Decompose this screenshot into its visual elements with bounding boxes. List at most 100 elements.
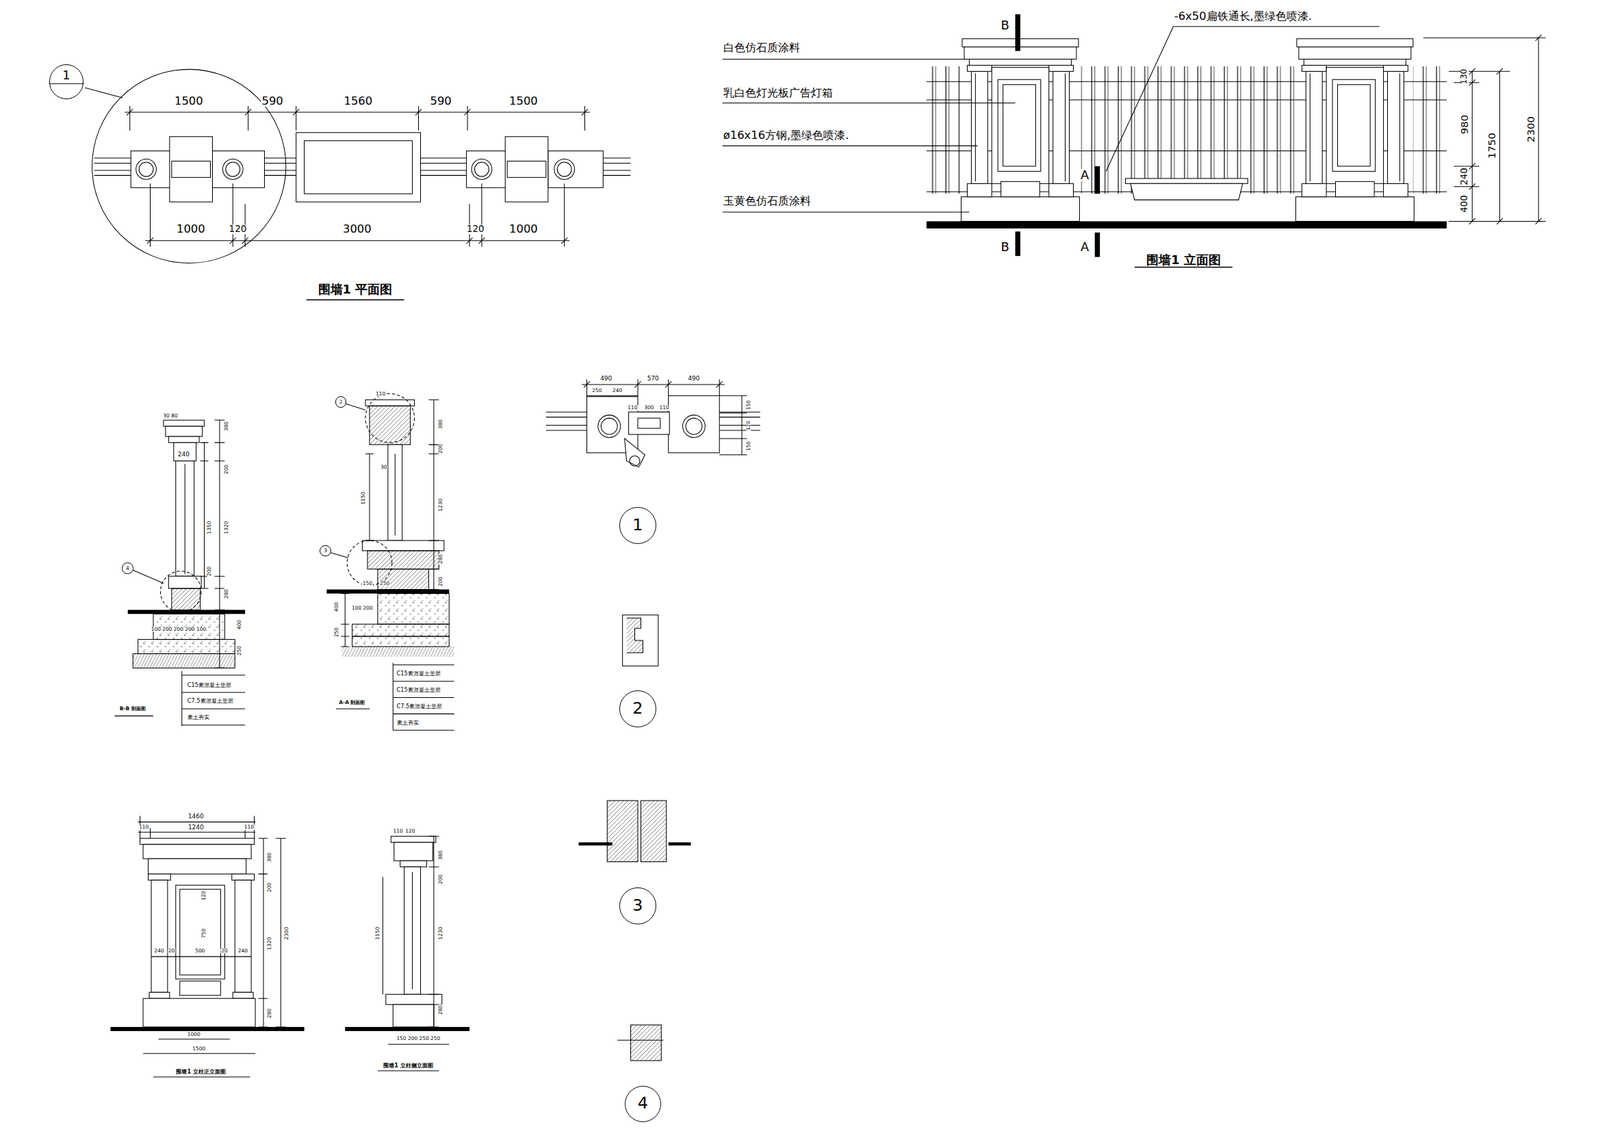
material-note: ø16x16方钢,墨绿色喷漆.	[722, 130, 850, 141]
dimension-text: 110	[392, 828, 404, 834]
dimension-text: 110	[659, 405, 670, 411]
dimension-text: 240	[153, 948, 165, 954]
dimension-text: 120	[228, 225, 248, 235]
dimension-text: 280	[266, 1008, 272, 1019]
dimension-text: 1000	[508, 223, 539, 235]
section-mark: A	[1079, 169, 1090, 183]
material-note: C7.5素混凝土垫层	[186, 698, 235, 704]
dimension-text: 150 200 250 250	[395, 1036, 441, 1041]
material-note: 玉黄色仿石质涂料	[722, 195, 812, 207]
dimension-text: 380	[266, 851, 272, 863]
dimension-text: 110	[138, 825, 150, 831]
callout-number: 1	[62, 69, 70, 82]
dimension-text: 200	[437, 576, 443, 588]
dimension-text: 110	[243, 825, 255, 831]
dimension-text: 590	[429, 95, 452, 107]
dimension-text: 590	[260, 95, 284, 107]
drawing-title: B-B 剖面图	[119, 706, 147, 712]
dimension-text: 200	[206, 565, 212, 577]
dimension-text: 570	[646, 375, 660, 382]
dimension-text: 400	[1459, 194, 1469, 214]
material-note: 素土夯实	[396, 719, 420, 726]
dimension-text: 1230	[437, 926, 443, 941]
dimension-text: 250	[591, 388, 603, 393]
dimension-text: 1000	[186, 1031, 202, 1037]
dimension-text: 250	[379, 581, 391, 586]
dimension-text: 300	[643, 405, 655, 411]
dimension-text: 1150	[375, 926, 380, 941]
dimension-text: 280	[437, 1004, 443, 1016]
dimension-text: 1150	[360, 490, 366, 506]
dimension-text: 20	[220, 948, 228, 954]
dimension-text: 1500	[508, 95, 539, 107]
dimension-text: 380	[223, 420, 229, 432]
dimension-text: 150	[362, 581, 373, 586]
dimension-text: 750	[201, 927, 206, 939]
dimension-text: 3000	[342, 223, 373, 235]
dimension-text: 110	[375, 391, 386, 397]
dimension-text: 1560	[343, 95, 374, 107]
callout-number: 2	[339, 399, 343, 405]
callout-number: 4	[637, 1095, 649, 1113]
section-mark: A	[1079, 240, 1090, 254]
dimension-text: 1320	[266, 936, 272, 952]
dimension-text: 2300	[1525, 115, 1536, 144]
callout-number: 3	[632, 897, 643, 915]
dimension-text: 120	[746, 420, 752, 432]
drawing-title: 围墙1 立柱正立面图	[175, 1068, 227, 1075]
material-note: 乳白色灯光板广告灯箱	[722, 86, 834, 98]
dimension-text: 280	[223, 588, 229, 600]
dimension-text: 240	[1459, 166, 1469, 187]
dimension-text: 1350	[206, 520, 212, 535]
dimension-text: 280	[437, 553, 443, 565]
dimension-text: 380	[437, 849, 443, 861]
material-note: C15素混凝土垫层	[396, 670, 442, 677]
dimension-text: 120	[201, 890, 206, 902]
callout-circle: 4	[624, 1086, 662, 1124]
dimension-text: 2300	[284, 926, 289, 941]
dimension-text: 80	[170, 414, 178, 419]
material-note: C7.5素混凝土垫层	[396, 703, 444, 709]
dimension-text: 1230	[437, 498, 443, 513]
dimension-text: 400	[333, 601, 339, 613]
dimension-text: 980	[1459, 114, 1470, 135]
callout-circle: 3	[619, 887, 657, 925]
material-note: C15素混凝土垫层	[186, 681, 232, 688]
dimension-text: 100 200	[351, 605, 374, 611]
section-mark: B	[1000, 19, 1011, 32]
drawing-title: A-A 剖面图	[338, 700, 366, 706]
callout-number: 4	[125, 565, 130, 571]
dimension-text: 1320	[223, 520, 229, 535]
dimension-text: 250	[333, 626, 339, 638]
callout-number: 2	[632, 700, 643, 718]
dimension-text: 150	[746, 399, 752, 411]
dimension-text: 500	[194, 948, 206, 954]
callout-circle: 1	[49, 64, 85, 100]
dimension-text: 1500	[191, 1046, 206, 1052]
dimension-text: 120	[404, 828, 416, 834]
callout-circle: 1	[619, 507, 657, 545]
material-note: 白色仿石质涂料	[722, 42, 801, 54]
dimension-text: 250	[237, 645, 243, 657]
drawing-title: 围墙1 立面图	[1145, 253, 1222, 267]
dimension-text: 380	[437, 418, 443, 430]
callout-circle: 4	[121, 562, 133, 574]
dimension-text: 100 200 200 200 100	[150, 626, 207, 632]
drawing-title: 围墙1 立柱侧立面图	[382, 1062, 434, 1069]
dimension-text: 1500	[173, 95, 204, 107]
callout-circle: 3	[319, 545, 331, 557]
dimension-text: 1460	[187, 813, 205, 820]
dimension-text: 490	[599, 375, 613, 382]
callout-circle: 2	[619, 690, 657, 728]
callout-circle: 2	[335, 396, 347, 408]
dimension-text: 490	[687, 375, 701, 382]
callout-number: 1	[632, 517, 643, 534]
dimension-text: 1240	[187, 824, 205, 831]
drawing-title: 围墙1 平面图	[317, 284, 394, 297]
dimension-text: 1750	[1486, 132, 1497, 160]
dimension-text: 110	[626, 405, 638, 411]
dimension-text: 120	[466, 225, 486, 235]
dimension-text: 240	[611, 388, 623, 393]
material-note: 素土夯实	[186, 714, 211, 720]
